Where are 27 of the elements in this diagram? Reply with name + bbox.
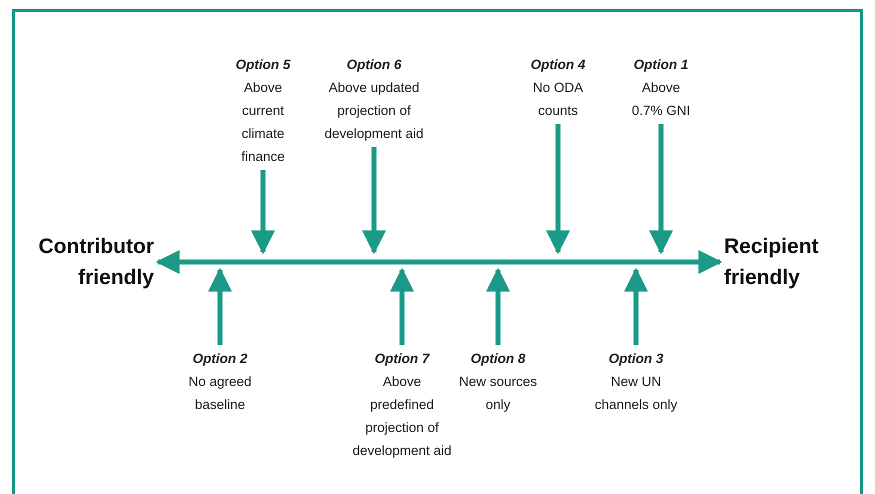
option-description: New sources only <box>458 373 538 414</box>
arrow <box>390 268 414 345</box>
option-description: New UN channels only <box>594 373 678 414</box>
axis-end-label: Contributor friendly <box>20 231 154 293</box>
option-description: Above updated projection of development aid <box>324 79 424 143</box>
option-description: No ODA counts <box>532 79 584 120</box>
arrow <box>649 124 673 254</box>
option-description: Above predefined projection of development aid <box>351 373 453 460</box>
option-heading: Option 2 <box>192 350 248 368</box>
arrow <box>208 268 232 345</box>
arrow <box>251 170 275 254</box>
option-heading: Option 5 <box>234 56 292 74</box>
option-heading: Option 7 <box>374 350 431 368</box>
option-heading: Option 8 <box>470 350 526 368</box>
option-description: Above current climate finance <box>240 79 286 166</box>
axis-end-label: Recipient friendly <box>724 231 858 293</box>
arrow <box>546 124 570 254</box>
option-heading: Option 3 <box>608 350 664 368</box>
option-heading: Option 6 <box>346 56 402 74</box>
arrow <box>624 268 648 345</box>
option-description: Above 0.7% GNI <box>630 79 692 120</box>
option-heading: Option 1 <box>632 56 690 74</box>
option-heading: Option 4 <box>530 56 586 74</box>
arrow <box>156 250 722 274</box>
arrow <box>486 268 510 345</box>
option-description: No agreed baseline <box>187 373 253 414</box>
arrow <box>362 147 386 254</box>
